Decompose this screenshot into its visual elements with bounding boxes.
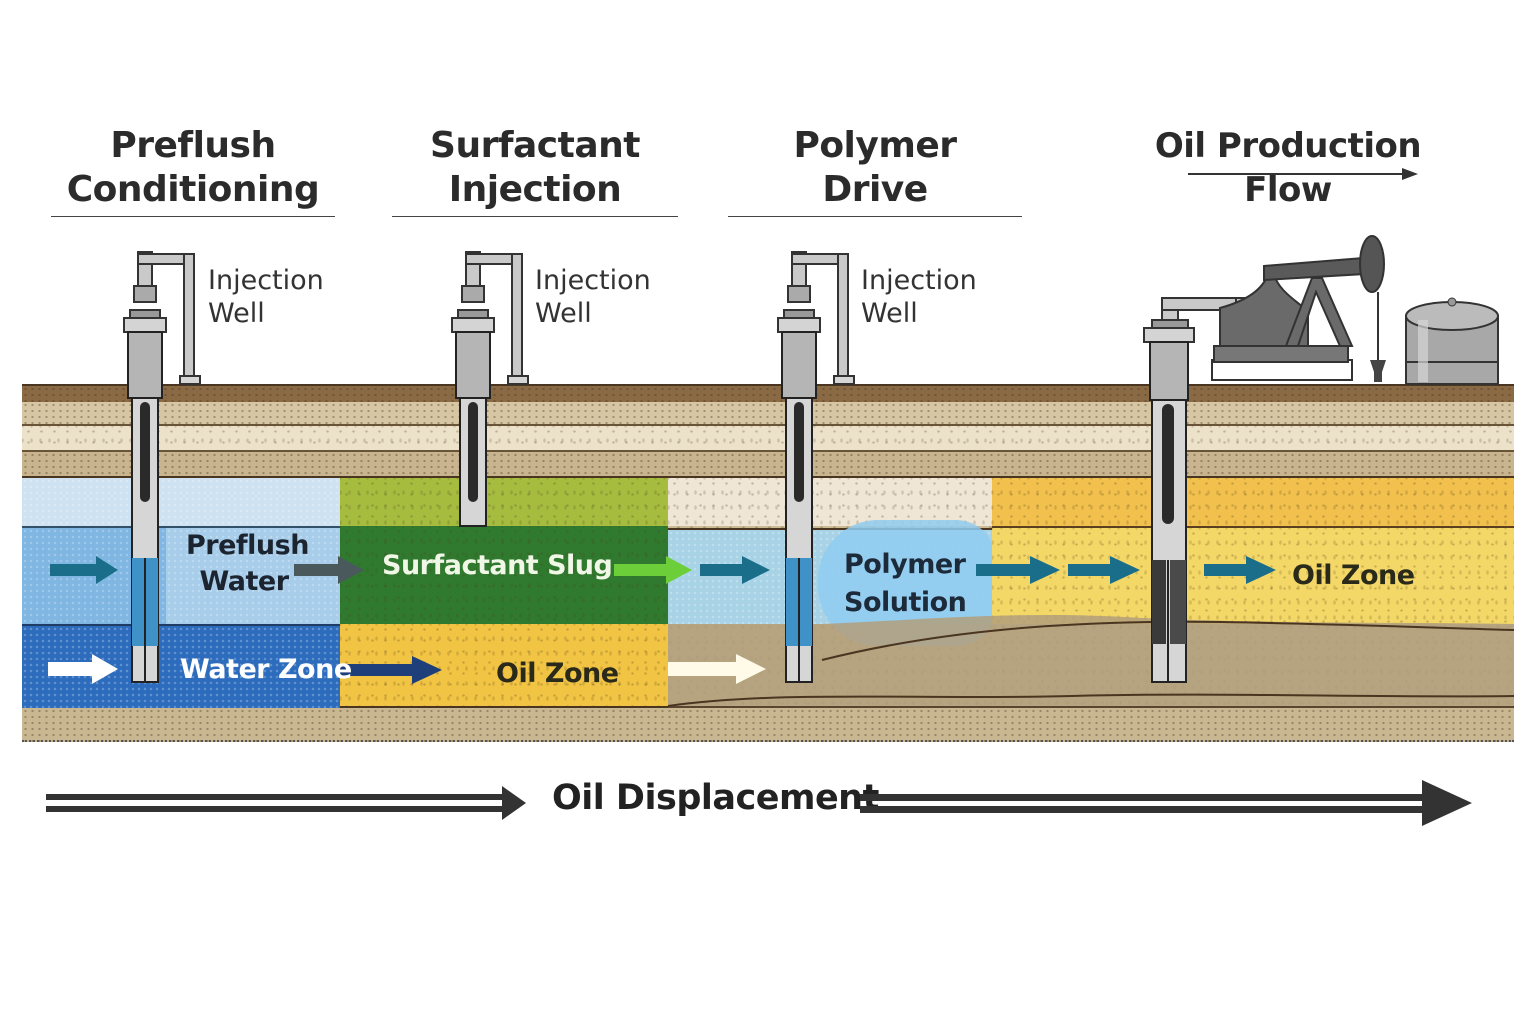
well-label-3: Injection Well bbox=[861, 264, 977, 330]
arrow-right-icon bbox=[700, 556, 770, 584]
stage-title-surfactant: Surfactant Injection bbox=[392, 124, 678, 212]
stage-rule-preflush bbox=[51, 216, 335, 217]
zone-label-line: Preflush bbox=[186, 530, 309, 561]
sand-layer-3 bbox=[22, 452, 1514, 478]
storage-tank-icon bbox=[1405, 297, 1499, 385]
oil-upper-zone bbox=[992, 478, 1514, 528]
arrow-right-icon bbox=[294, 556, 364, 584]
sediment-wedge bbox=[667, 614, 1515, 707]
stage-title-line: Conditioning bbox=[66, 169, 320, 210]
stage-title-polymer: Polymer Drive bbox=[728, 124, 1022, 212]
displacement-arrow-left bbox=[46, 786, 526, 820]
arrow-right-icon bbox=[48, 654, 118, 684]
preflush-water-label: Preflush Water bbox=[186, 528, 309, 600]
well-label-line: Injection bbox=[208, 265, 324, 296]
oil-zone-left-label: Oil Zone bbox=[496, 658, 619, 689]
surfactant-slug-zone bbox=[340, 526, 668, 624]
arrow-right-icon bbox=[1068, 556, 1140, 584]
production-title: Oil Production Flow bbox=[1154, 126, 1422, 210]
production-well bbox=[1143, 297, 1249, 683]
arrow-right-icon bbox=[976, 556, 1060, 584]
well-label-line: Injection bbox=[861, 265, 977, 296]
arrow-right-icon bbox=[1188, 168, 1418, 180]
water-zone-label: Water Zone bbox=[180, 654, 352, 685]
arrow-right-icon bbox=[1204, 556, 1276, 584]
zone-label-line: Polymer bbox=[844, 549, 966, 580]
injection-well-1 bbox=[123, 251, 201, 683]
water-zone bbox=[22, 624, 340, 708]
injection-well-2 bbox=[451, 251, 529, 527]
surfactant-upper-zone bbox=[340, 478, 668, 526]
stage-title-line: Preflush bbox=[110, 125, 276, 166]
stage-title-preflush: Preflush Conditioning bbox=[52, 124, 334, 212]
oil-zone-right-label: Oil Zone bbox=[1292, 560, 1415, 591]
stage-title-line: Surfactant bbox=[430, 125, 640, 166]
arrow-right-icon bbox=[668, 654, 766, 684]
well-label-1: Injection Well bbox=[208, 264, 324, 330]
sand-layer-1 bbox=[22, 402, 1514, 426]
displacement-arrow-right bbox=[860, 780, 1472, 826]
preflush-water-zone-right bbox=[166, 528, 340, 624]
zone-label-line: Water bbox=[199, 566, 289, 597]
oil-displacement-label: Oil Displacement bbox=[552, 778, 879, 818]
polymer-solution-label: Polymer Solution bbox=[844, 546, 967, 622]
polymer-upper-zone bbox=[668, 478, 992, 526]
well-label-line: Injection bbox=[535, 265, 651, 296]
sand-layer-2 bbox=[22, 426, 1514, 452]
well-label-line: Well bbox=[208, 298, 265, 329]
well-label-line: Well bbox=[861, 298, 918, 329]
zone-label-line: Solution bbox=[844, 587, 967, 618]
arrow-right-icon bbox=[340, 656, 442, 684]
stage-title-line: Drive bbox=[822, 169, 928, 210]
injection-well-3 bbox=[777, 251, 855, 683]
stage-rule-surfactant bbox=[392, 216, 678, 217]
pump-jack-icon bbox=[1211, 235, 1386, 382]
arrow-right-icon bbox=[50, 556, 118, 584]
topsoil-layer bbox=[22, 384, 1514, 404]
well-label-2: Injection Well bbox=[535, 264, 651, 330]
stage-title-line: Polymer bbox=[793, 125, 957, 166]
arrow-right-icon bbox=[614, 556, 692, 584]
well-label-line: Well bbox=[535, 298, 592, 329]
stage-title-line: Injection bbox=[448, 169, 622, 210]
bedrock-layer bbox=[22, 706, 1514, 742]
preflush-upper-zone bbox=[22, 478, 340, 526]
stage-rule-polymer bbox=[728, 216, 1022, 217]
surfactant-slug-label: Surfactant Slug bbox=[382, 550, 613, 581]
